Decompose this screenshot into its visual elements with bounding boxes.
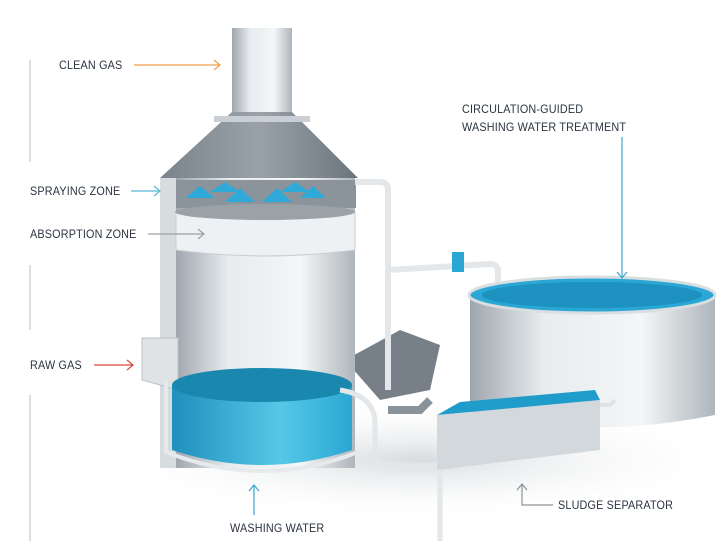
- sludge-separator: [437, 400, 600, 470]
- absorption-zone: [175, 211, 356, 257]
- label-circulation-line1: CIRCULATION-GUIDED: [462, 102, 584, 116]
- raw-gas-inlet: [141, 337, 179, 391]
- washing-water-arrow: [248, 484, 260, 515]
- cast-shadow: [345, 330, 440, 400]
- washing-water-tank: [172, 385, 352, 465]
- circulation-pipe: [387, 260, 501, 285]
- clean-gas-arrow: [134, 59, 221, 71]
- label-absorption-zone: ABSORPTION ZONE: [30, 227, 137, 241]
- label-washing-water: WASHING WATER: [230, 521, 325, 535]
- spray-pipe: [355, 179, 391, 390]
- valve: [452, 252, 464, 272]
- label-raw-gas: RAW GAS: [30, 358, 82, 372]
- label-spraying-zone: SPRAYING ZONE: [30, 184, 121, 198]
- sludge-separator-arrow: [516, 483, 553, 506]
- circulation-arrow: [616, 137, 628, 279]
- raw-gas-arrow: [94, 359, 134, 371]
- label-sludge-separator: SLUDGE SEPARATOR: [558, 498, 674, 512]
- hood-cone: [160, 112, 358, 178]
- pump: [388, 397, 433, 414]
- spray-nozzles: [185, 182, 326, 202]
- exhaust-stack: [232, 28, 292, 114]
- label-clean-gas: CLEAN GAS: [59, 58, 123, 72]
- circulation-tank: [470, 295, 715, 428]
- spraying-zone-arrow: [131, 185, 161, 197]
- absorption-zone-arrow: [148, 228, 205, 240]
- label-circulation-line2: WASHING WATER TREATMENT: [462, 120, 627, 134]
